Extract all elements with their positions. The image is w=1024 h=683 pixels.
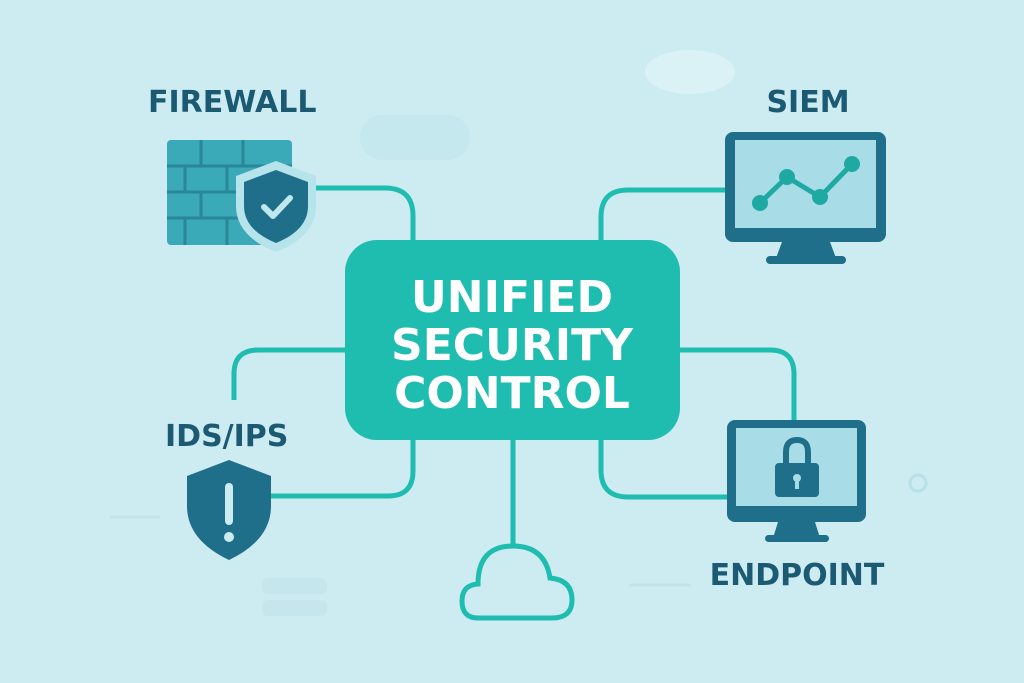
monitor-chart-icon [725, 132, 886, 264]
center-box: UNIFIED SECURITY CONTROL [345, 240, 680, 440]
shield-check-icon [236, 161, 316, 252]
left-connector [231, 347, 347, 400]
background-decor [110, 50, 928, 616]
firewall-label: FIREWALL [148, 85, 316, 120]
center-line-2: SECURITY [391, 320, 634, 371]
connector-lines [231, 185, 797, 545]
ids-connector [270, 438, 416, 499]
right-connector [678, 347, 797, 422]
endpoint-connector [598, 438, 727, 500]
ids-ips-label: IDS/IPS [165, 419, 288, 454]
endpoint-label: ENDPOINT [710, 558, 885, 593]
cloud-icon [459, 543, 575, 621]
center-line-3: CONTROL [394, 368, 630, 419]
shield-alert-icon [187, 460, 271, 560]
siem-label: SIEM [766, 85, 849, 120]
firewall-connector [305, 185, 416, 242]
monitor-lock-icon [727, 420, 866, 542]
center-line-1: UNIFIED [411, 272, 613, 323]
siem-connector [598, 187, 727, 242]
